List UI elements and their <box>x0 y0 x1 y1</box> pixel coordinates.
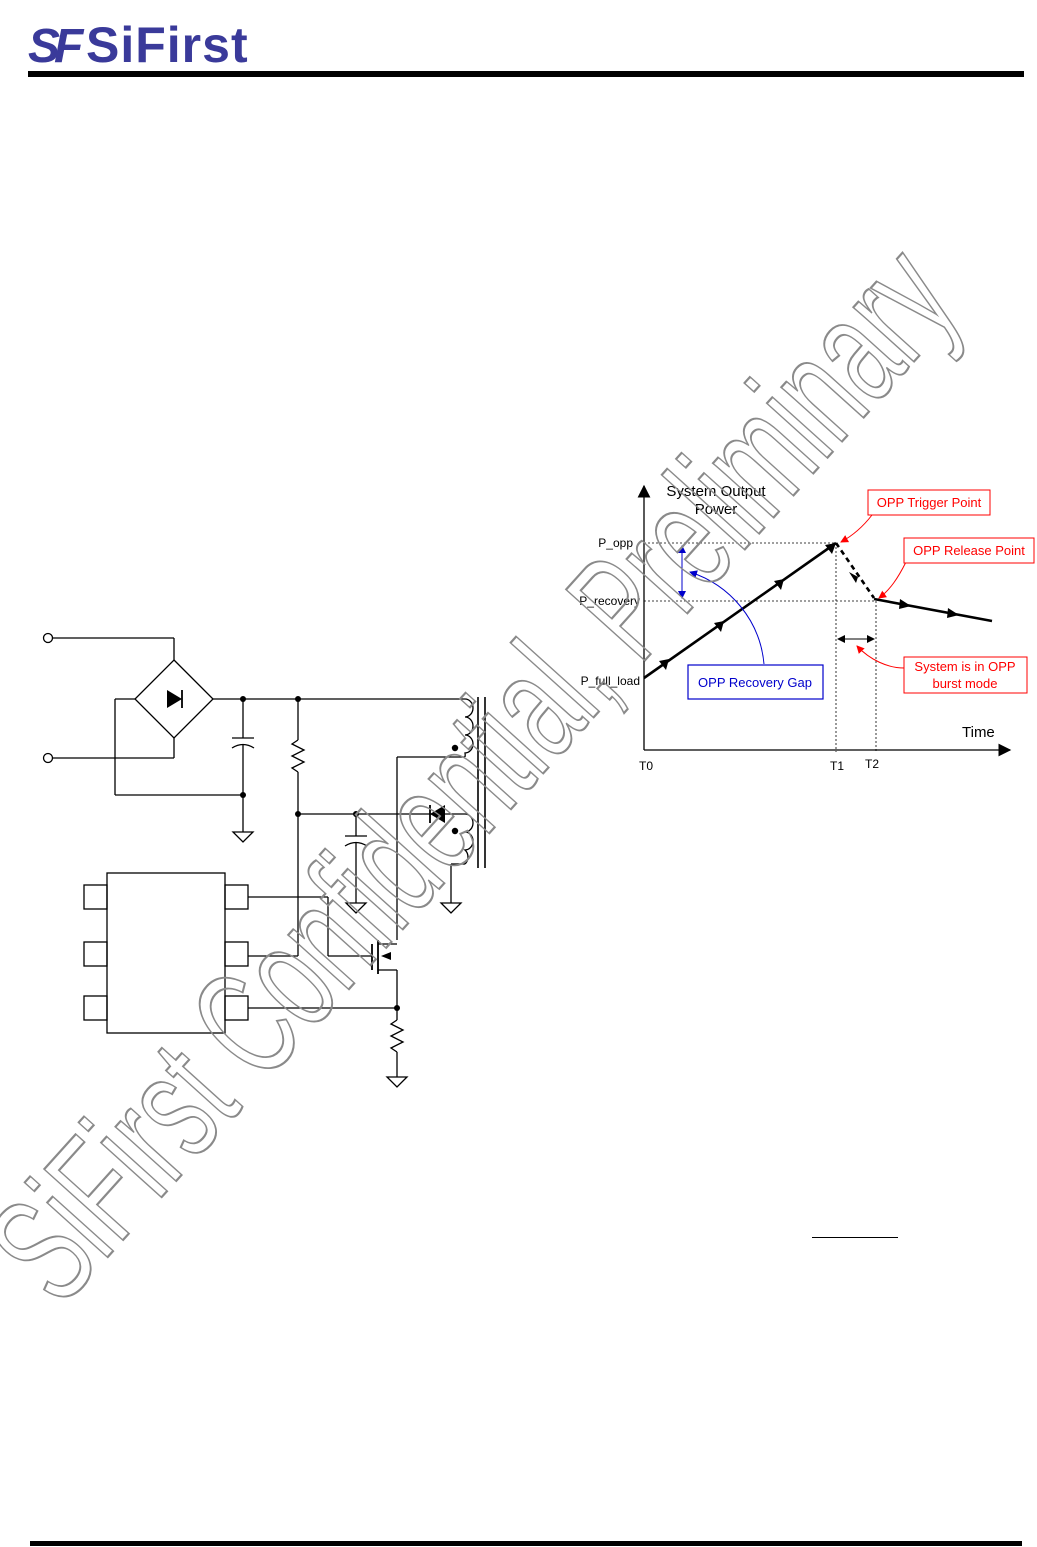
power-rise-line <box>643 541 837 680</box>
burst-callout-box <box>903 656 1028 694</box>
time-mark-t0: T0 <box>639 759 653 773</box>
ac-terminal-top <box>42 632 54 644</box>
level-p-full-load: P_full_load <box>581 674 640 688</box>
power-recovery-line <box>873 597 993 623</box>
trigger-callout-text: OPP Trigger Point <box>877 495 982 510</box>
x-axis-title: Time <box>962 724 995 741</box>
release-callout-box <box>903 537 1035 564</box>
gap-callout-box <box>687 664 824 700</box>
time-mark-t2: T2 <box>865 757 879 771</box>
bridge-rectifier <box>134 659 214 739</box>
ac-terminal-bottom <box>42 752 54 764</box>
y-axis-title-line1: System Output <box>666 483 766 500</box>
time-mark-t1: T1 <box>830 759 844 773</box>
burst-callout-line2: burst mode <box>932 676 997 691</box>
sifirst-logo: SF SiFirst <box>28 17 249 70</box>
trigger-leader <box>840 514 873 543</box>
y-axis-title-line2: Power <box>695 501 738 518</box>
startup-resistor <box>290 739 306 773</box>
release-callout-text: OPP Release Point <box>913 543 1025 558</box>
logo-text: SiFirst <box>86 17 249 70</box>
trigger-callout-box <box>867 489 991 516</box>
sense-resistor <box>389 1019 405 1053</box>
recovery-gap-leader <box>689 570 765 665</box>
underline-mark <box>812 1237 898 1238</box>
level-p-opp: P_opp <box>598 536 633 550</box>
header-rule <box>28 71 1024 77</box>
opp-timing-chart: System Output Power Time P_opp P_recover… <box>579 483 1035 773</box>
primary-winding <box>464 698 474 758</box>
auxiliary-winding <box>463 813 474 865</box>
burst-leader <box>856 645 905 669</box>
watermark-text: SiFirst Confidential, Preliminary <box>0 214 988 1332</box>
footer-rule <box>30 1541 1022 1546</box>
aux-diode <box>430 805 445 823</box>
release-leader <box>878 561 907 599</box>
burst-callout-line1: System is in OPP <box>914 659 1015 674</box>
level-p-recovery: P_recovery <box>579 594 640 608</box>
gap-callout-text: OPP Recovery Gap <box>698 675 812 690</box>
power-drop-line <box>834 542 876 599</box>
schematic-diagram <box>42 632 486 1088</box>
